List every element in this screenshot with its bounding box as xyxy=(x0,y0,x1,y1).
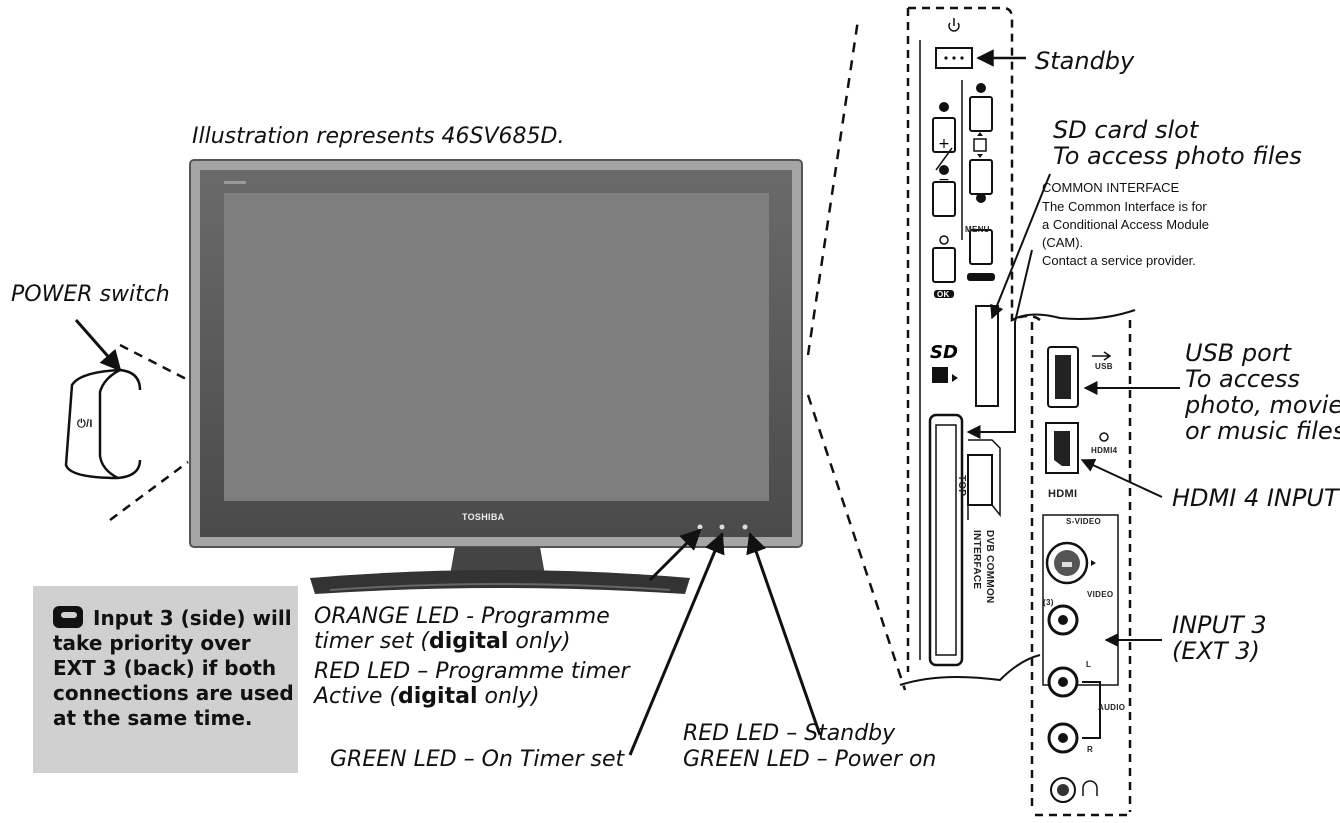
svg-text:+: + xyxy=(938,136,950,152)
orange-led xyxy=(697,524,703,530)
common-interface-line2: a Conditional Access Module xyxy=(1042,217,1209,232)
hdmi4-marking: HDMI4 xyxy=(1091,446,1118,455)
green-led-timer xyxy=(719,524,725,530)
power-icon: ⏻/I xyxy=(77,418,93,430)
orange-led-label: ORANGE LED - Programme xyxy=(314,604,610,629)
s-video-marking: S-VIDEO xyxy=(1066,517,1101,526)
hdmi-input-label: HDMI 4 INPUT xyxy=(1172,484,1339,512)
menu-marking: MENU xyxy=(965,225,990,234)
power-switch-detail xyxy=(64,319,189,522)
usb-port-label: USB port xyxy=(1185,339,1292,367)
dvb-marking-line2: INTERFACE xyxy=(971,530,982,590)
input-panel xyxy=(1030,320,1180,817)
common-interface-line3: (CAM). xyxy=(1042,235,1084,250)
hdmi-logo: HDMI xyxy=(1048,488,1078,500)
note-body: Input 3 (side) will take priority over E… xyxy=(53,606,294,730)
orange-led-desc: timer set (digital only) xyxy=(314,629,571,654)
note-box: Input 3 (side) will take priority over E… xyxy=(33,586,298,773)
common-interface-line4: Contact a service provider. xyxy=(1042,253,1196,268)
standby-led xyxy=(742,524,748,530)
input3-label: INPUT 3 xyxy=(1172,611,1267,639)
usb-port-desc-3: or music files xyxy=(1185,417,1340,445)
common-interface-slot xyxy=(928,413,964,667)
red-led-timer-desc: Active (digital only) xyxy=(314,684,540,709)
sd-logo: SD xyxy=(930,342,958,363)
sd-slot-label: SD card slot xyxy=(1053,116,1199,144)
green-led-power-label: GREEN LED – Power on xyxy=(683,747,937,772)
ok-marking: OK xyxy=(937,290,950,299)
tv-stand xyxy=(310,570,690,594)
tv-brand-logo: TOSHIBA xyxy=(462,512,505,522)
input-number-marking: (3) xyxy=(1043,598,1054,607)
common-interface-title: COMMON INTERFACE xyxy=(1042,180,1180,195)
video-marking: VIDEO xyxy=(1087,590,1114,599)
usb-port-desc-1: To access xyxy=(1185,365,1300,393)
note-text: Input 3 (side) will take priority over E… xyxy=(53,606,298,731)
input3-ext-label: (EXT 3) xyxy=(1172,637,1260,665)
usb-port-desc-2: photo, movies xyxy=(1185,391,1340,419)
svg-text:−: − xyxy=(938,172,950,188)
power-switch-label: POWER switch xyxy=(11,282,170,307)
audio-marking: AUDIO xyxy=(1098,703,1126,712)
right-marking: R xyxy=(1087,745,1094,754)
sd-slot-description: To access photo files xyxy=(1053,142,1302,170)
top-marking: TOP xyxy=(956,475,967,497)
illustration-note: Illustration represents 46SV685D. xyxy=(192,124,565,149)
usb-marking: USB xyxy=(1095,362,1113,371)
tv-screen xyxy=(224,193,769,501)
common-interface-line1: The Common Interface is for xyxy=(1042,199,1207,214)
television xyxy=(189,159,803,594)
left-marking: L xyxy=(1086,660,1092,669)
red-led-timer-label: RED LED – Programme timer xyxy=(314,659,630,684)
side-panel: + − SD xyxy=(899,6,1136,686)
sd-card-slot xyxy=(975,305,999,407)
standby-label: Standby xyxy=(1035,47,1135,75)
red-led-standby-label: RED LED – Standby xyxy=(683,721,896,746)
dvb-marking-line1: DVB COMMON xyxy=(984,530,995,604)
green-led-timer-label: GREEN LED – On Timer set xyxy=(330,747,625,772)
hand-pointer-icon xyxy=(53,606,83,628)
